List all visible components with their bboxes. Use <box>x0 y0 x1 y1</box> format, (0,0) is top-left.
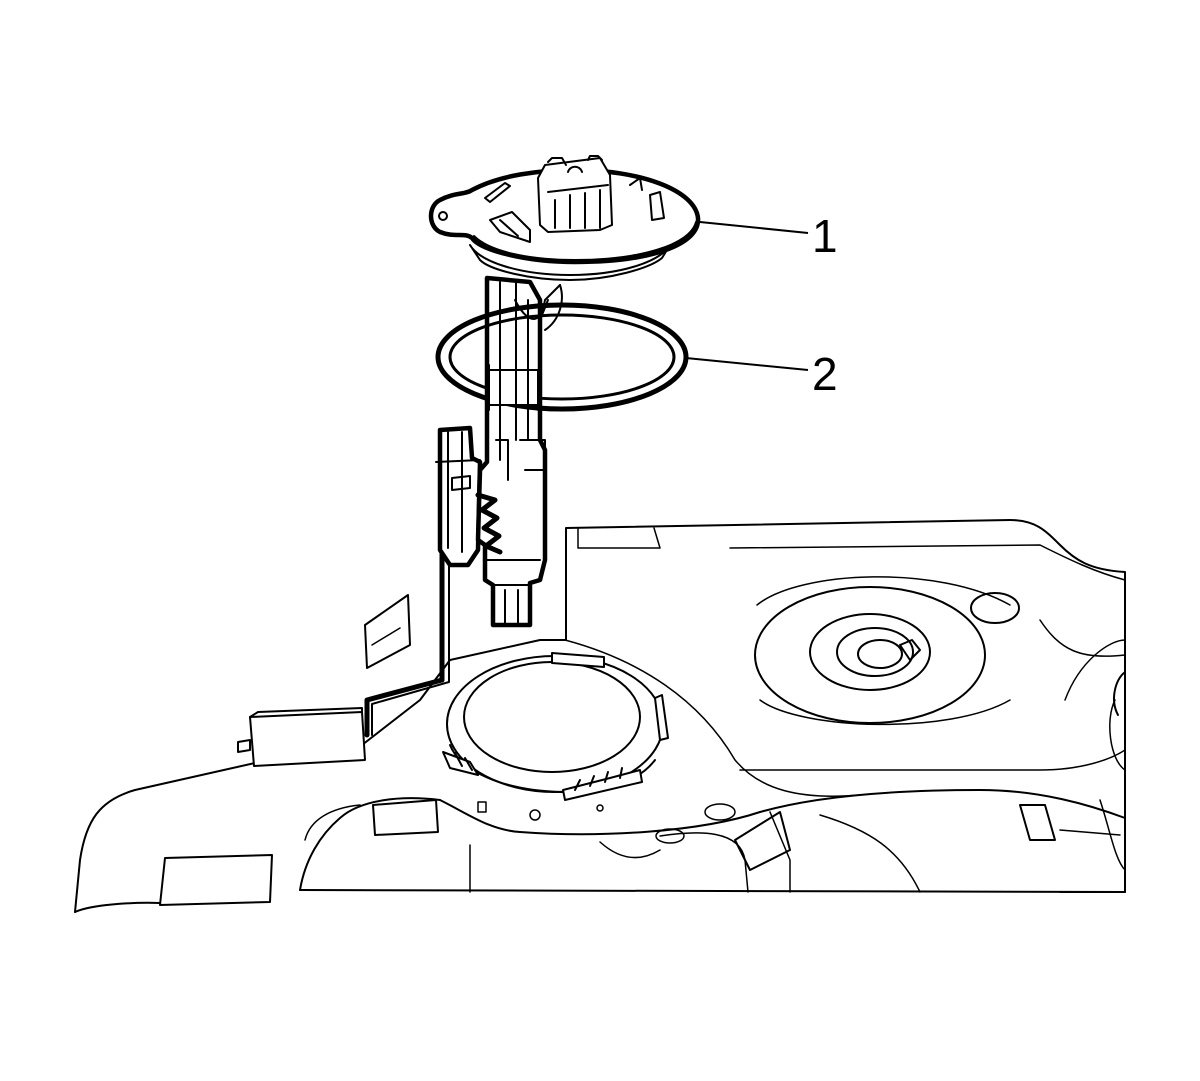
tank-opening-inner-ring <box>463 661 641 773</box>
lock-ring-tab-top <box>551 652 605 668</box>
o-ring-inner <box>448 313 676 401</box>
fuel-line-connector <box>237 707 366 767</box>
flange-electrical-connector <box>537 157 613 233</box>
callout-1: 1 <box>699 210 838 262</box>
pump-spring <box>475 492 503 555</box>
fuel-line-tube <box>364 459 445 738</box>
callout-2-label: 2 <box>812 348 838 400</box>
fuel-level-sender <box>437 425 483 568</box>
callout-2-leader <box>685 357 809 371</box>
fuel-line <box>364 459 450 738</box>
flange-outlet-right <box>649 191 665 221</box>
pump-reservoir-column <box>475 275 548 628</box>
callout-2: 2 <box>685 348 838 400</box>
callout-1-leader <box>699 221 809 234</box>
callout-1-label: 1 <box>812 210 838 262</box>
lock-ring-tab-bottom-right <box>562 769 643 801</box>
connector-housing <box>249 711 366 767</box>
o-ring-seal <box>435 299 689 412</box>
fuel-pump-body <box>435 275 563 628</box>
fuel-tank <box>74 519 1126 913</box>
fuel-pump-flange <box>428 155 701 281</box>
fuel-tank-outline <box>74 519 1126 913</box>
tank-panel-left-lower <box>159 854 273 906</box>
tank-deck-boss <box>754 586 986 724</box>
o-ring-outer <box>435 302 689 412</box>
tank-panel-left-upper <box>364 594 411 669</box>
lock-ring-tab-right <box>654 694 669 741</box>
tank-opening <box>442 652 669 821</box>
